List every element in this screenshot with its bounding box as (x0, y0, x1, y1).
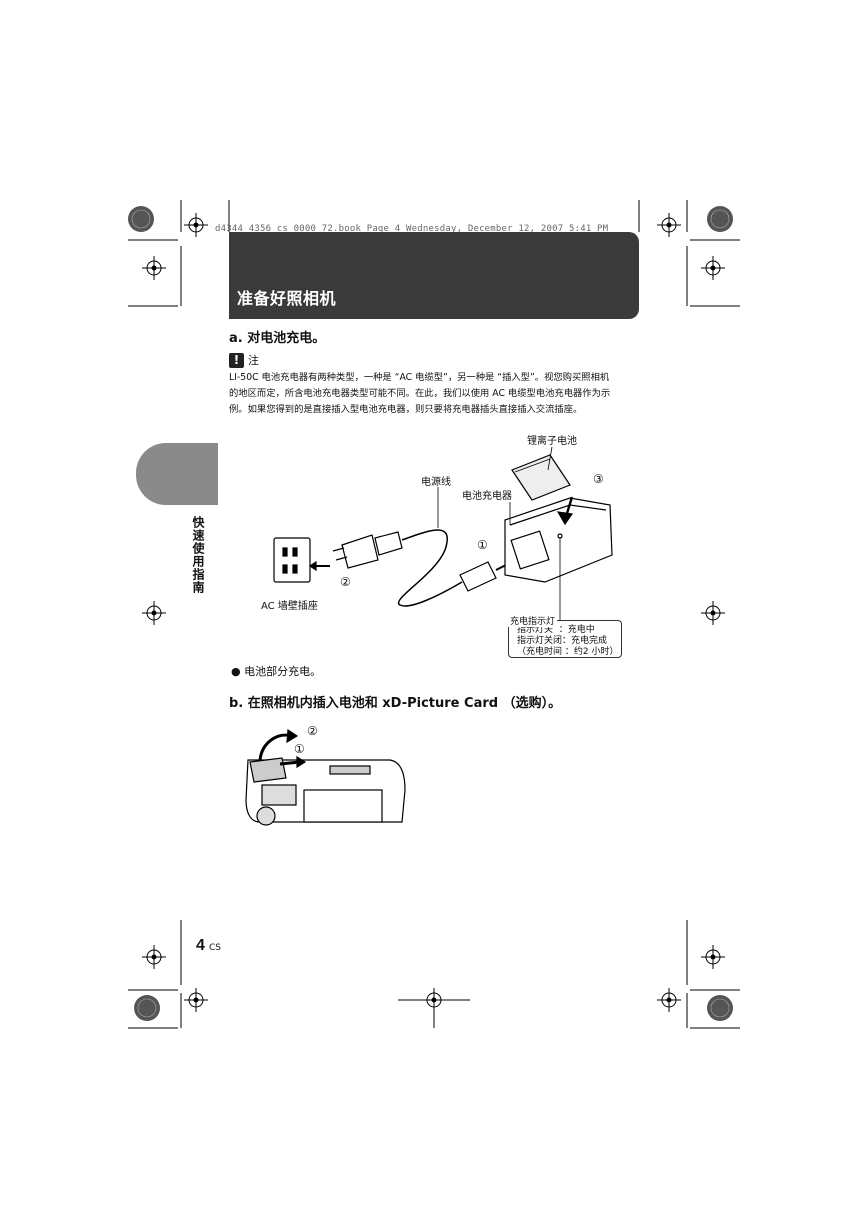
bullet-item: ● 电池部分充电。 (231, 663, 321, 679)
legend-row: 指示灯关闭：充电完成 (517, 636, 608, 646)
wall-outlet-icon (273, 537, 311, 583)
note-label: 注 (248, 354, 259, 367)
bullet-dot-icon: ● (231, 665, 241, 678)
battery-icon (511, 454, 571, 501)
power-cord-label: 电源线 (421, 477, 451, 488)
note-line: 例。如果您得到的是直接插入型电池充电器，则只要将充电器插头直接插入交流插座。 (229, 404, 583, 415)
outlet-label: AC 墙壁插座 (261, 601, 318, 612)
side-tab (136, 443, 218, 505)
step-1-marker: ① (294, 742, 305, 756)
note-body: LI-50C 电池充电器有两种类型，一种是 “AC 电缆型”，另一种是 “插入型… (229, 370, 641, 418)
step-3-marker: ③ (593, 472, 604, 486)
power-cord (397, 529, 463, 607)
step-1-marker: ① (477, 538, 488, 552)
battery-label: 锂离子电池 (527, 436, 577, 447)
charger-diagram (273, 446, 613, 620)
legend-row: （充电时间 ：约2 小时） (517, 647, 619, 657)
crop-marks (128, 200, 740, 1029)
legend-title: 充电指示灯 (508, 614, 558, 627)
battery-door-icon (249, 757, 287, 783)
registration-starburst-icon (128, 206, 733, 1021)
slug-line: d4344_4356_cs_0000_72.book Page 4 Wednes… (215, 224, 609, 234)
section-b-heading: b. 在照相机内插入电池和 xD-Picture Card （选购）。 (229, 696, 562, 711)
warning-icon: ! (229, 352, 244, 368)
page-number: 4 (196, 937, 205, 954)
note-line: 的地区而定，所含电池充电器类型可能不同。在此，我们以使用 AC 电缆型电池充电器… (229, 388, 611, 399)
connector-icon (459, 561, 497, 592)
registration-target-icon (142, 213, 725, 1028)
page-title: 准备好照相机 (237, 289, 337, 308)
page-language: CS (209, 943, 221, 953)
note-line: LI-50C 电池充电器有两种类型，一种是 “AC 电缆型”，另一种是 “插入型… (229, 372, 610, 383)
step-2-marker: ② (307, 724, 318, 738)
plug-icon (341, 534, 379, 569)
section-a-heading: a. 对电池充电。 (229, 331, 326, 346)
legend-row: 指示灯关 ：充电中 (517, 625, 595, 635)
note-header: ! 注 (229, 352, 259, 368)
page-banner: 准备好照相机 (229, 232, 639, 319)
step-2-marker: ② (340, 575, 351, 589)
charge-indicator-light (557, 533, 563, 539)
camera-diagram (245, 728, 406, 826)
bullet-text: 电池部分充电。 (244, 665, 322, 678)
charger-label: 电池充电器 (462, 491, 512, 502)
charge-indicator-legend: 指示灯关 ：充电中 指示灯关闭：充电完成 （充电时间 ：约2 小时） (508, 620, 622, 658)
side-tab-label: 快速使用指南 (191, 516, 205, 594)
